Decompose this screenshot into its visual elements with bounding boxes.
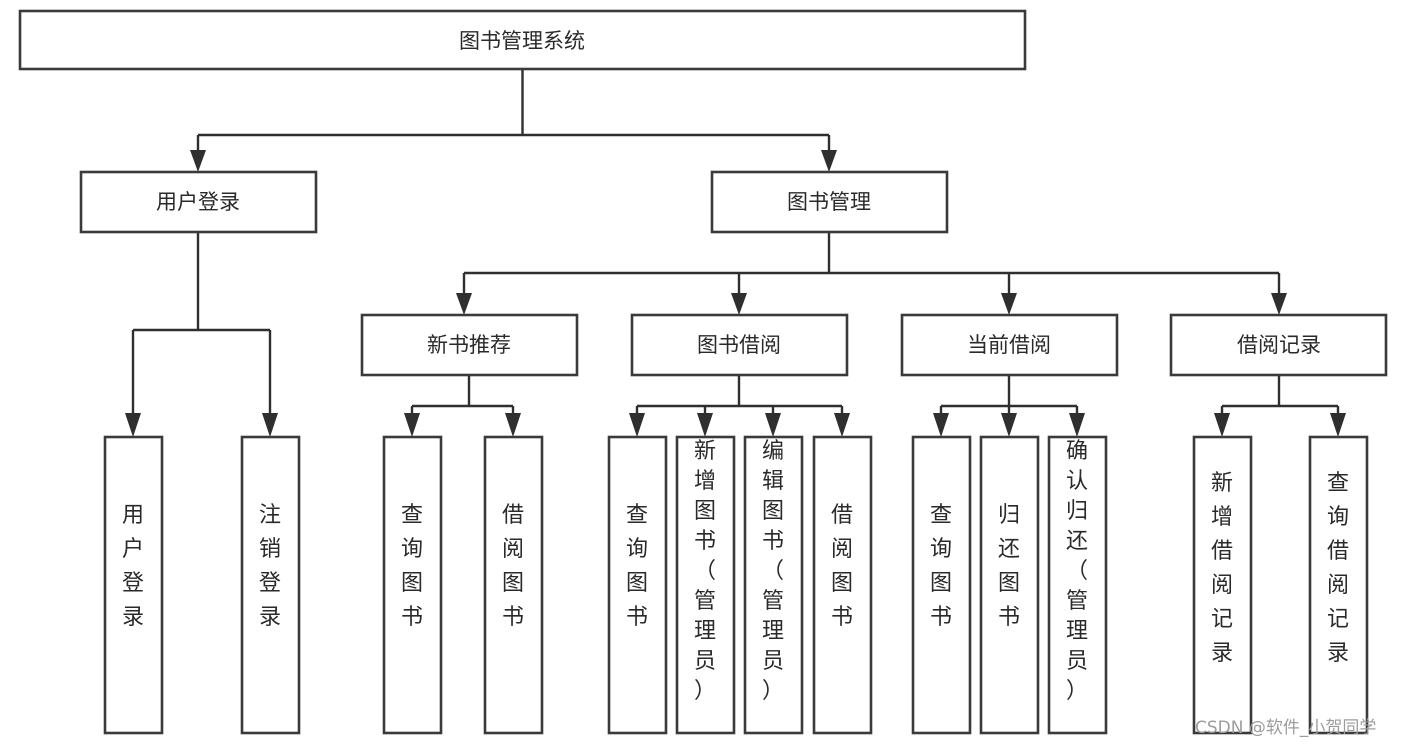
node-borrow-record[interactable]: 借阅记录 xyxy=(1169,313,1388,377)
arrow-to-new-book-recommend xyxy=(456,293,472,315)
node-user-login[interactable]: 用户登录 xyxy=(79,170,318,234)
node-book-management-box[interactable] xyxy=(710,170,949,234)
leaf-borrow-book-1-label: 借阅图书 xyxy=(502,503,524,630)
leaf-borrow-book-2-box[interactable] xyxy=(812,435,873,735)
leaf-confirm-return-label: 确认归还（管理员） xyxy=(1066,439,1088,704)
leaf-query-record-box[interactable] xyxy=(1308,435,1369,735)
arrow-leaf-add-book xyxy=(697,413,713,437)
arrow-leaf-confirm-return xyxy=(1069,413,1085,437)
node-current-borrow-label: 当前借阅 xyxy=(967,333,1051,357)
node-root-label: 图书管理系统 xyxy=(459,29,585,53)
leaf-edit-book-label: 编辑图书（管理员） xyxy=(762,439,784,704)
leaf-confirm-return-box[interactable] xyxy=(1047,435,1108,735)
leaf-query-record[interactable]: 查询借阅记录 xyxy=(1308,435,1369,735)
leaf-return-book-label: 归还图书 xyxy=(998,503,1020,630)
arrow-leaf-query-book-1 xyxy=(404,413,420,437)
node-new-book-recommend[interactable]: 新书推荐 xyxy=(360,313,579,377)
node-root-box[interactable] xyxy=(18,9,1027,71)
arrow-leaf-borrow-book-2 xyxy=(834,413,850,437)
node-new-book-recommend-label: 新书推荐 xyxy=(427,333,511,357)
arrow-leaf-query-book-3 xyxy=(933,413,949,437)
leaf-query-book-2[interactable]: 查询图书 xyxy=(607,435,668,735)
connector-layer xyxy=(125,69,1346,437)
leaf-borrow-book-2[interactable]: 借阅图书 xyxy=(812,435,873,735)
arrow-leaf-return-book xyxy=(1001,413,1017,437)
leaf-logout-label: 注销登录 xyxy=(259,503,281,630)
node-current-borrow[interactable]: 当前借阅 xyxy=(900,313,1119,377)
arrow-leaf-query-record xyxy=(1330,413,1346,437)
arrow-to-user-login xyxy=(190,150,206,172)
arrow-leaf-query-book-2 xyxy=(629,413,645,437)
leaf-query-book-1-label: 查询图书 xyxy=(401,503,423,630)
leaf-add-book-box[interactable] xyxy=(675,435,736,735)
node-book-management-label: 图书管理 xyxy=(787,190,871,214)
leaf-add-book-label: 新增图书（管理员） xyxy=(694,439,716,704)
arrow-to-borrow-record xyxy=(1271,293,1287,315)
leaf-logout-box[interactable] xyxy=(240,435,301,735)
node-user-login-label: 用户登录 xyxy=(156,190,240,214)
leaf-query-record-label: 查询借阅记录 xyxy=(1327,471,1349,666)
leaf-query-book-3-label: 查询图书 xyxy=(930,503,952,630)
leaf-add-record-label: 新增借阅记录 xyxy=(1211,471,1233,666)
node-current-borrow-box[interactable] xyxy=(900,313,1119,377)
arrow-leaf-edit-book xyxy=(765,413,781,437)
leaf-borrow-book-1-box[interactable] xyxy=(483,435,544,735)
leaf-query-book-3-box[interactable] xyxy=(911,435,972,735)
leaf-borrow-book-2-label: 借阅图书 xyxy=(831,503,853,630)
node-borrow-record-label: 借阅记录 xyxy=(1237,333,1321,357)
leaf-query-book-3[interactable]: 查询图书 xyxy=(911,435,972,735)
leaf-user-login[interactable]: 用户登录 xyxy=(103,435,164,735)
leaf-query-book-2-label: 查询图书 xyxy=(626,503,648,630)
leaf-logout[interactable]: 注销登录 xyxy=(240,435,301,735)
leaf-user-login-label: 用户登录 xyxy=(122,503,144,630)
leaf-add-book[interactable]: 新增图书（管理员） xyxy=(675,435,736,735)
leaf-query-book-1-box[interactable] xyxy=(382,435,443,735)
leaf-user-login-box[interactable] xyxy=(103,435,164,735)
leaf-return-book[interactable]: 归还图书 xyxy=(979,435,1040,735)
node-book-borrow[interactable]: 图书借阅 xyxy=(630,313,849,377)
leaf-return-book-box[interactable] xyxy=(979,435,1040,735)
arrow-to-book-management xyxy=(821,150,837,172)
csdn-watermark: CSDN @软件_小贺同学 xyxy=(1195,718,1376,738)
leaf-query-book-1[interactable]: 查询图书 xyxy=(382,435,443,735)
leaf-edit-book-box[interactable] xyxy=(743,435,804,735)
leaf-add-record[interactable]: 新增借阅记录 xyxy=(1192,435,1253,735)
node-book-management[interactable]: 图书管理 xyxy=(710,170,949,234)
leaf-borrow-book-1[interactable]: 借阅图书 xyxy=(483,435,544,735)
arrow-leaf-user-login xyxy=(125,413,141,437)
leaf-confirm-return[interactable]: 确认归还（管理员） xyxy=(1047,435,1108,735)
leaf-query-book-2-box[interactable] xyxy=(607,435,668,735)
arrow-to-book-borrow xyxy=(731,293,747,315)
leaf-add-record-box[interactable] xyxy=(1192,435,1253,735)
node-book-borrow-box[interactable] xyxy=(630,313,849,377)
arrow-leaf-logout xyxy=(262,413,278,437)
node-book-borrow-label: 图书借阅 xyxy=(697,333,781,357)
node-root[interactable]: 图书管理系统 xyxy=(18,9,1027,71)
arrow-leaf-add-record xyxy=(1214,413,1230,437)
arrow-to-current-borrow xyxy=(1001,293,1017,315)
node-new-book-recommend-box[interactable] xyxy=(360,313,579,377)
leaf-edit-book[interactable]: 编辑图书（管理员） xyxy=(743,435,804,735)
node-user-login-box[interactable] xyxy=(79,170,318,234)
arrow-leaf-borrow-book-1 xyxy=(505,413,521,437)
node-borrow-record-box[interactable] xyxy=(1169,313,1388,377)
